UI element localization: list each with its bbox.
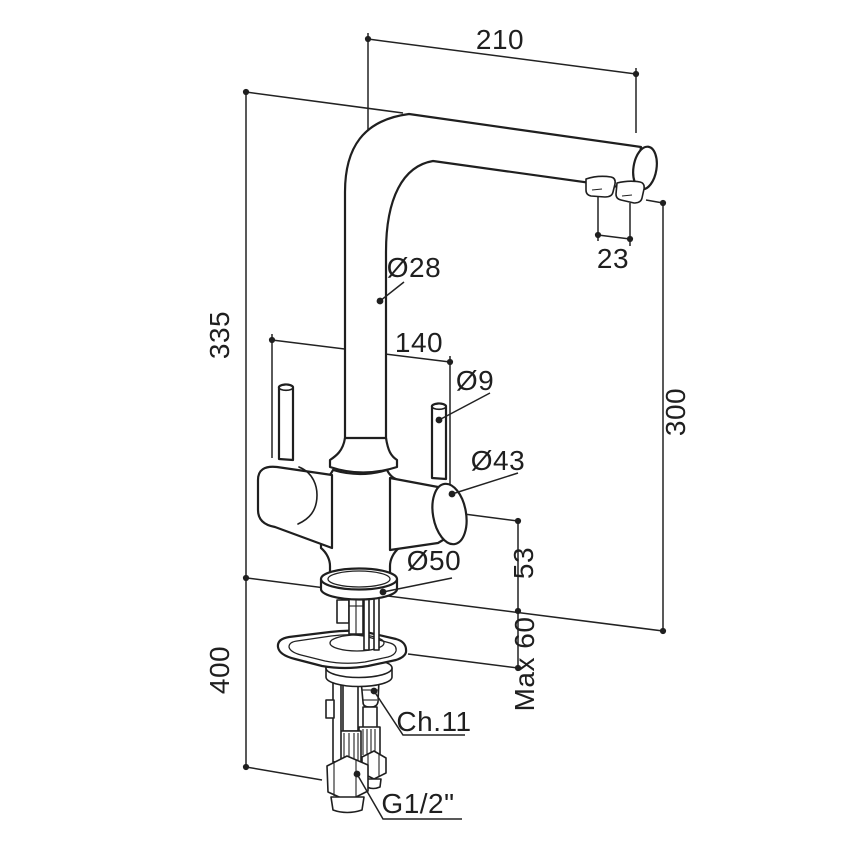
dim-g12-label: G1/2"	[381, 788, 454, 819]
dim-400-label: 400	[204, 646, 235, 694]
dim-max60-label: Max 60	[509, 617, 540, 712]
mounting-plate	[276, 629, 408, 670]
base-flange	[319, 567, 399, 601]
right-knob-face	[431, 482, 468, 546]
dimension-endpoints	[242, 35, 667, 771]
mounting-stud	[325, 677, 342, 763]
dim-335-label: 335	[204, 311, 235, 359]
dim-300-label: 300	[660, 388, 691, 436]
dimension-lines	[245, 33, 664, 781]
dim-23-label: 23	[597, 243, 629, 274]
dim-ch11-label: Ch.11	[396, 706, 471, 737]
dim-d9-label: Ø9	[456, 365, 494, 396]
hex-nut-front	[326, 755, 369, 814]
dim-d50-label: Ø50	[407, 545, 461, 576]
dim-210-label: 210	[476, 24, 524, 55]
under-counter-assembly	[276, 595, 408, 814]
dim-140-label: 140	[395, 327, 443, 358]
dim-53-label: 53	[508, 547, 539, 579]
supply-hose-left	[338, 677, 362, 764]
left-handle-rod	[277, 383, 295, 462]
left-knob	[256, 465, 334, 550]
aerator-nozzles	[585, 175, 645, 204]
right-handle-rod	[430, 402, 448, 481]
dim-d28-label: Ø28	[387, 252, 441, 283]
dimension-labels: 210 23 Ø28 335 140 Ø9 Ø43 300 Ø50 53 Max…	[204, 24, 691, 819]
leader-lines	[353, 281, 519, 820]
faucet-body-assembly	[256, 112, 658, 601]
dim-d43-label: Ø43	[471, 445, 525, 476]
spout-collar	[328, 436, 399, 474]
